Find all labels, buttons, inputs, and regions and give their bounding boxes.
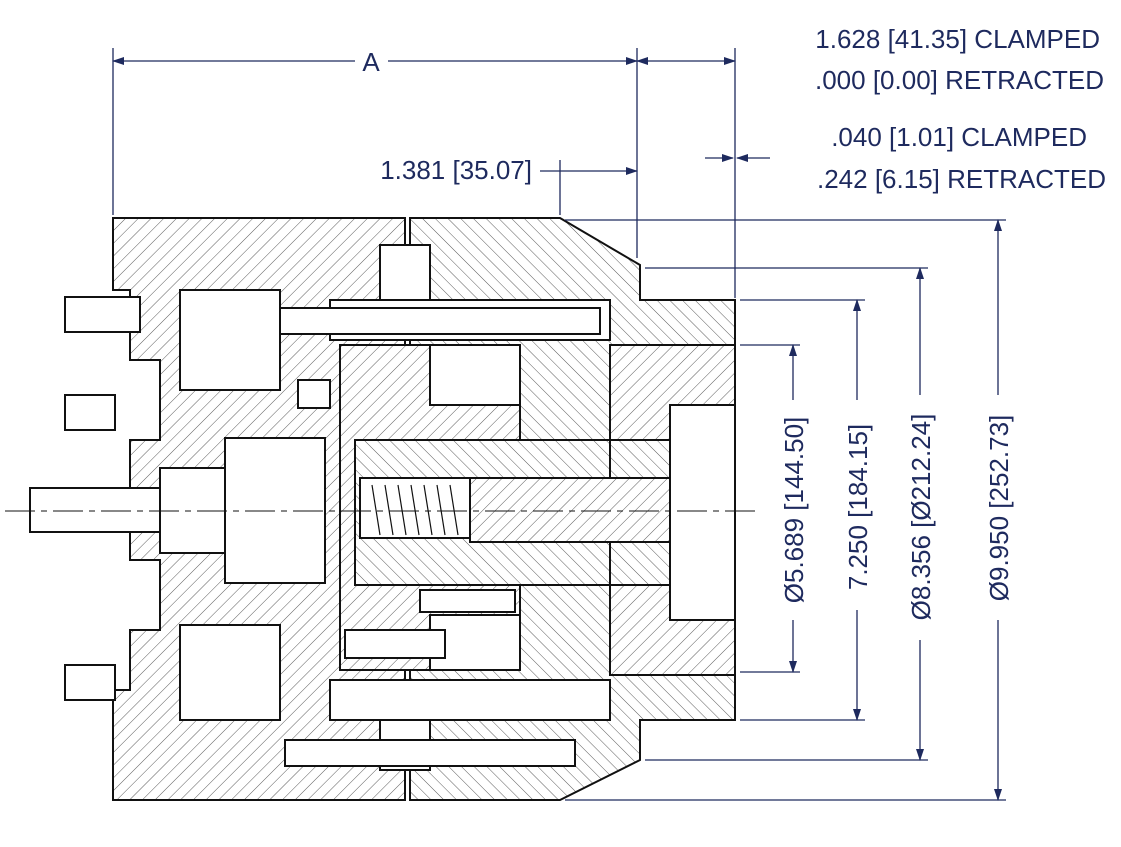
- draw-bar: [354, 439, 727, 586]
- dim-1381-label: 1.381 [35.07]: [380, 155, 532, 185]
- dimensions: [112, 48, 1006, 801]
- offset-clamped-label: .040 [1.01] CLAMPED: [831, 122, 1087, 152]
- dim-7250-label: 7.250 [184.15]: [843, 424, 873, 590]
- dim-a-label: A: [362, 47, 380, 77]
- dia-5689-label: Ø5.689 [144.50]: [779, 417, 809, 603]
- dia-8356-label: Ø8.356 [Ø212.24]: [906, 414, 936, 621]
- offset-retracted-label: .242 [6.15] RETRACTED: [817, 164, 1106, 194]
- studs-and-bolts: [29, 296, 601, 767]
- dia-9950-label: Ø9.950 [252.73]: [984, 415, 1014, 601]
- jaws: [609, 344, 736, 676]
- stroke-clamped-label: 1.628 [41.35] CLAMPED: [815, 24, 1100, 54]
- stroke-retracted-label: .000 [0.00] RETRACTED: [815, 65, 1104, 95]
